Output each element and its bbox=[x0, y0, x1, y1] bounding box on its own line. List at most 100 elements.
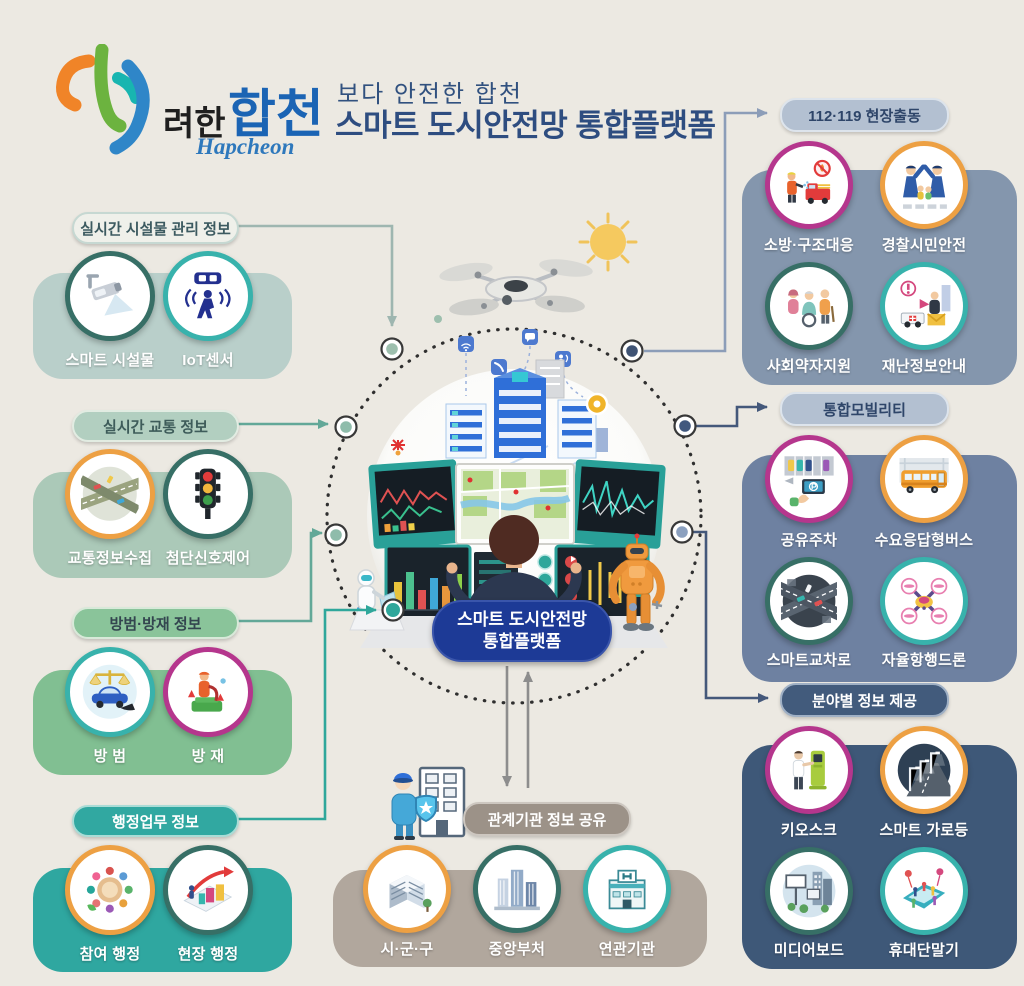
section-admin-info: 행정업무 정보 참여 행정 현장 행정 bbox=[33, 805, 292, 977]
network-nodes bbox=[324, 315, 697, 622]
fire-rescue-icon bbox=[781, 157, 837, 213]
item-label: 재난정보안내 bbox=[881, 358, 967, 375]
item-label: 방 재 bbox=[191, 748, 225, 765]
item-label: IoT센서 bbox=[182, 352, 234, 369]
wifi-icon bbox=[458, 336, 474, 352]
drone-icon bbox=[439, 259, 593, 316]
item-related-agency bbox=[583, 845, 671, 933]
item-iot-sensor bbox=[163, 251, 253, 341]
item-label: 자율항행드론 bbox=[881, 652, 967, 669]
traffic-light-icon bbox=[179, 465, 237, 523]
item-police-citizen bbox=[880, 141, 968, 229]
item-label: 시·군·구 bbox=[380, 941, 434, 958]
item-label: 키오스크 bbox=[780, 822, 838, 839]
streetlight-icon bbox=[896, 742, 952, 798]
disaster-info-icon bbox=[896, 278, 952, 334]
item-media-board bbox=[765, 847, 853, 935]
logo-city-text: 합천 bbox=[228, 86, 324, 144]
platform-badge-line2: 통합플랫폼 bbox=[482, 632, 562, 651]
item-label: 수요응답형버스 bbox=[874, 532, 974, 549]
iot-sensor-icon bbox=[179, 267, 237, 325]
item-label: 스마트 가로등 bbox=[879, 822, 969, 839]
item-disaster-info bbox=[880, 262, 968, 350]
item-traffic-collection bbox=[65, 449, 155, 539]
assistant-robot-icon bbox=[608, 533, 665, 631]
alert-sparkle-icon bbox=[391, 439, 405, 456]
item-smart-intersection bbox=[765, 557, 853, 645]
sector-header-label: 분야별 정보 제공 bbox=[812, 692, 917, 710]
hapcheon-water-mark bbox=[56, 44, 150, 155]
mobile-device-icon bbox=[896, 863, 952, 919]
speaker-icon bbox=[555, 351, 571, 367]
item-label: 중앙부처 bbox=[488, 941, 546, 958]
section-mobility: 통합모빌리티 공유주차 수요응답형버스 스마트교차로 자율항행드론 bbox=[742, 392, 1017, 682]
admin-header-label: 행정업무 정보 bbox=[112, 813, 199, 831]
traffic-header-label: 실시간 교통 정보 bbox=[103, 418, 208, 436]
field-chart-icon bbox=[179, 861, 237, 919]
item-social-support bbox=[765, 262, 853, 350]
cctv-icon bbox=[81, 267, 139, 325]
social-support-icon bbox=[781, 278, 837, 334]
item-label: 첨단신호제어 bbox=[165, 550, 251, 567]
platform-badge: 스마트 도시안전망 통합플랫폼 bbox=[432, 600, 612, 662]
item-label: 스마트 시설물 bbox=[65, 352, 155, 369]
dispatch-header-pill: 112·119 현장출동 bbox=[780, 98, 949, 132]
item-label: 소방·구조대응 bbox=[764, 237, 854, 254]
kiosk-icon bbox=[781, 742, 837, 798]
disaster-response-icon bbox=[179, 663, 237, 721]
left-monitor bbox=[368, 459, 462, 549]
item-label: 경찰시민안전 bbox=[881, 237, 967, 254]
item-label: 참여 행정 bbox=[79, 946, 141, 963]
page-title: 스마트 도시안전망 통합플랫폼 bbox=[335, 108, 716, 143]
drone-icon bbox=[896, 573, 952, 629]
item-demand-bus bbox=[880, 435, 968, 523]
item-label: 휴대단말기 bbox=[888, 942, 960, 959]
item-kiosk bbox=[765, 726, 853, 814]
right-monitor bbox=[570, 459, 666, 549]
item-disaster-prevention bbox=[163, 647, 253, 737]
item-label: 현장 행정 bbox=[177, 946, 239, 963]
admin-header-pill: 행정업무 정보 bbox=[72, 805, 239, 837]
item-label: 스마트교차로 bbox=[766, 652, 852, 669]
map-screen bbox=[455, 463, 575, 545]
round-table-icon bbox=[81, 861, 139, 919]
crime-header-label: 방범·방재 정보 bbox=[109, 615, 202, 633]
agency-header-pill: 관계기관 정보 공유 bbox=[463, 802, 631, 836]
gov-building-icon bbox=[379, 861, 435, 917]
item-crime-prevention bbox=[65, 647, 155, 737]
media-board-icon bbox=[781, 863, 837, 919]
item-mobile-device bbox=[880, 847, 968, 935]
section-facility-info: 실시간 시설물 관리 정보 스마트 시설물 IoT센서 bbox=[33, 212, 292, 384]
helper-robot-icon bbox=[349, 569, 405, 631]
item-signal-control bbox=[163, 449, 253, 539]
facility-header-label: 실시간 시설물 관리 정보 bbox=[80, 220, 231, 238]
shared-parking-icon bbox=[781, 451, 837, 507]
item-label: 사회약자지원 bbox=[766, 358, 852, 375]
section-traffic-info: 실시간 교통 정보 교통정보수집 첨단신호제어 bbox=[33, 410, 292, 582]
police-icon bbox=[81, 663, 139, 721]
traffic-header-pill: 실시간 교통 정보 bbox=[72, 410, 239, 442]
bus-icon bbox=[896, 451, 952, 507]
platform-badge-line1: 스마트 도시안전망 bbox=[457, 609, 587, 629]
dispatch-header-label: 112·119 현장출동 bbox=[808, 107, 921, 125]
item-label: 미디어보드 bbox=[773, 942, 845, 959]
ministry-towers-icon bbox=[489, 861, 545, 917]
connector-lines bbox=[237, 108, 769, 821]
smart-city-buildings bbox=[445, 359, 609, 494]
intersection-icon bbox=[781, 573, 837, 629]
item-autonomous-drone bbox=[880, 557, 968, 645]
section-agency-sharing: 관계기관 정보 공유 시·군·구 중앙부처 연관기관 bbox=[333, 802, 707, 972]
logo-suffix-text: 려한 bbox=[163, 105, 226, 143]
item-city-county bbox=[363, 845, 451, 933]
facility-header-pill: 실시간 시설물 관리 정보 bbox=[72, 212, 239, 244]
item-label: 교통정보수집 bbox=[67, 550, 153, 567]
mobility-header-label: 통합모빌리티 bbox=[823, 401, 906, 419]
chat-icon bbox=[522, 329, 538, 345]
item-central-ministry bbox=[473, 845, 561, 933]
item-fire-rescue bbox=[765, 141, 853, 229]
item-smart-facility bbox=[65, 251, 155, 341]
crime-header-pill: 방범·방재 정보 bbox=[72, 607, 239, 639]
connectivity-icons bbox=[458, 329, 584, 400]
mobility-header-pill: 통합모빌리티 bbox=[780, 392, 949, 426]
